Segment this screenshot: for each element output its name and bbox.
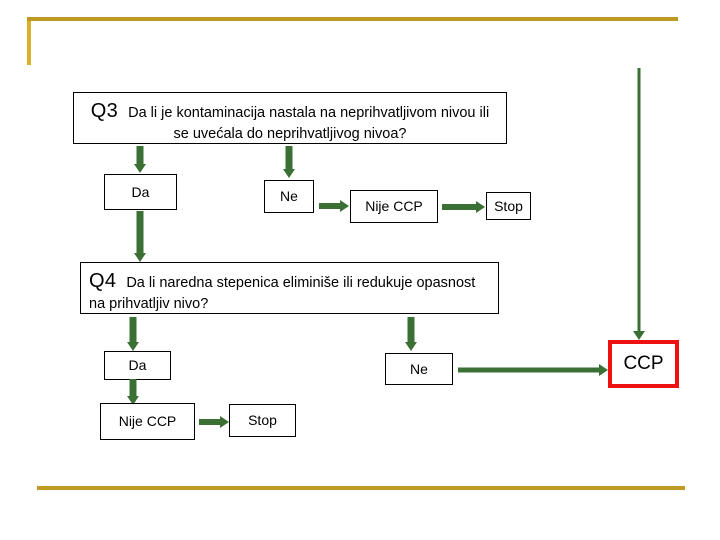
- arrow-q4-to-da: [126, 317, 139, 351]
- box-q3-yes: Da: [104, 174, 177, 210]
- box-q4-yes: Da: [104, 351, 171, 380]
- box-q3-no: Ne: [264, 180, 314, 213]
- arrow-q3-yes-to-q4: [133, 211, 146, 262]
- box-q4-yes-stop: Stop: [229, 404, 296, 437]
- box-q4-yes-result-label: Nije CCP: [118, 413, 177, 430]
- box-q4-yes-stop-label: Stop: [248, 412, 277, 429]
- arrow-nije-ccp-to-stop: [442, 200, 485, 213]
- arrow-q4-to-ne: [404, 317, 417, 351]
- question-q3-text: Da li je kontaminacija nastala na neprih…: [128, 105, 490, 142]
- arrow-q3-to-ne: [282, 146, 295, 178]
- question-q4-text: Da li naredna stepenica eliminiše ili re…: [89, 275, 476, 312]
- arrow-q4-no-to-ccp: [458, 363, 608, 376]
- top-left-corner-tick: [27, 17, 31, 65]
- question-q3-box: Q3 Da li je kontaminacija nastala na nep…: [73, 92, 507, 144]
- box-q3-no-result-label: Nije CCP: [365, 198, 423, 215]
- arrow-q4-nije-ccp-to-stop: [199, 415, 229, 428]
- box-q3-no-stop-label: Stop: [494, 197, 523, 214]
- top-gold-rule: [86, 17, 678, 21]
- question-q4-box: Q4 Da li naredna stepenica eliminiše ili…: [80, 262, 499, 314]
- box-q4-yes-label: Da: [128, 357, 147, 374]
- arrow-right-spine-to-ccp: [632, 68, 645, 340]
- box-q3-no-stop: Stop: [486, 192, 531, 220]
- top-left-corner-bar: [27, 17, 87, 21]
- box-q3-yes-label: Da: [131, 183, 150, 200]
- box-ccp: CCP: [608, 340, 679, 388]
- box-q3-no-result: Nije CCP: [350, 190, 438, 223]
- arrow-q3-no-to-nije-ccp: [319, 199, 349, 212]
- question-q3-label: Q3: [90, 100, 119, 122]
- box-ccp-label: CCP: [623, 352, 664, 374]
- bottom-gold-rule: [37, 486, 685, 490]
- question-q4-label: Q4: [89, 270, 117, 292]
- box-q4-yes-result: Nije CCP: [100, 403, 195, 440]
- box-q4-no-label: Ne: [410, 360, 428, 377]
- box-q3-no-label: Ne: [280, 188, 298, 205]
- box-q4-no: Ne: [385, 353, 453, 385]
- arrow-q3-to-da: [133, 146, 146, 173]
- arrow-q4-yes-to-nije-ccp: [126, 379, 139, 405]
